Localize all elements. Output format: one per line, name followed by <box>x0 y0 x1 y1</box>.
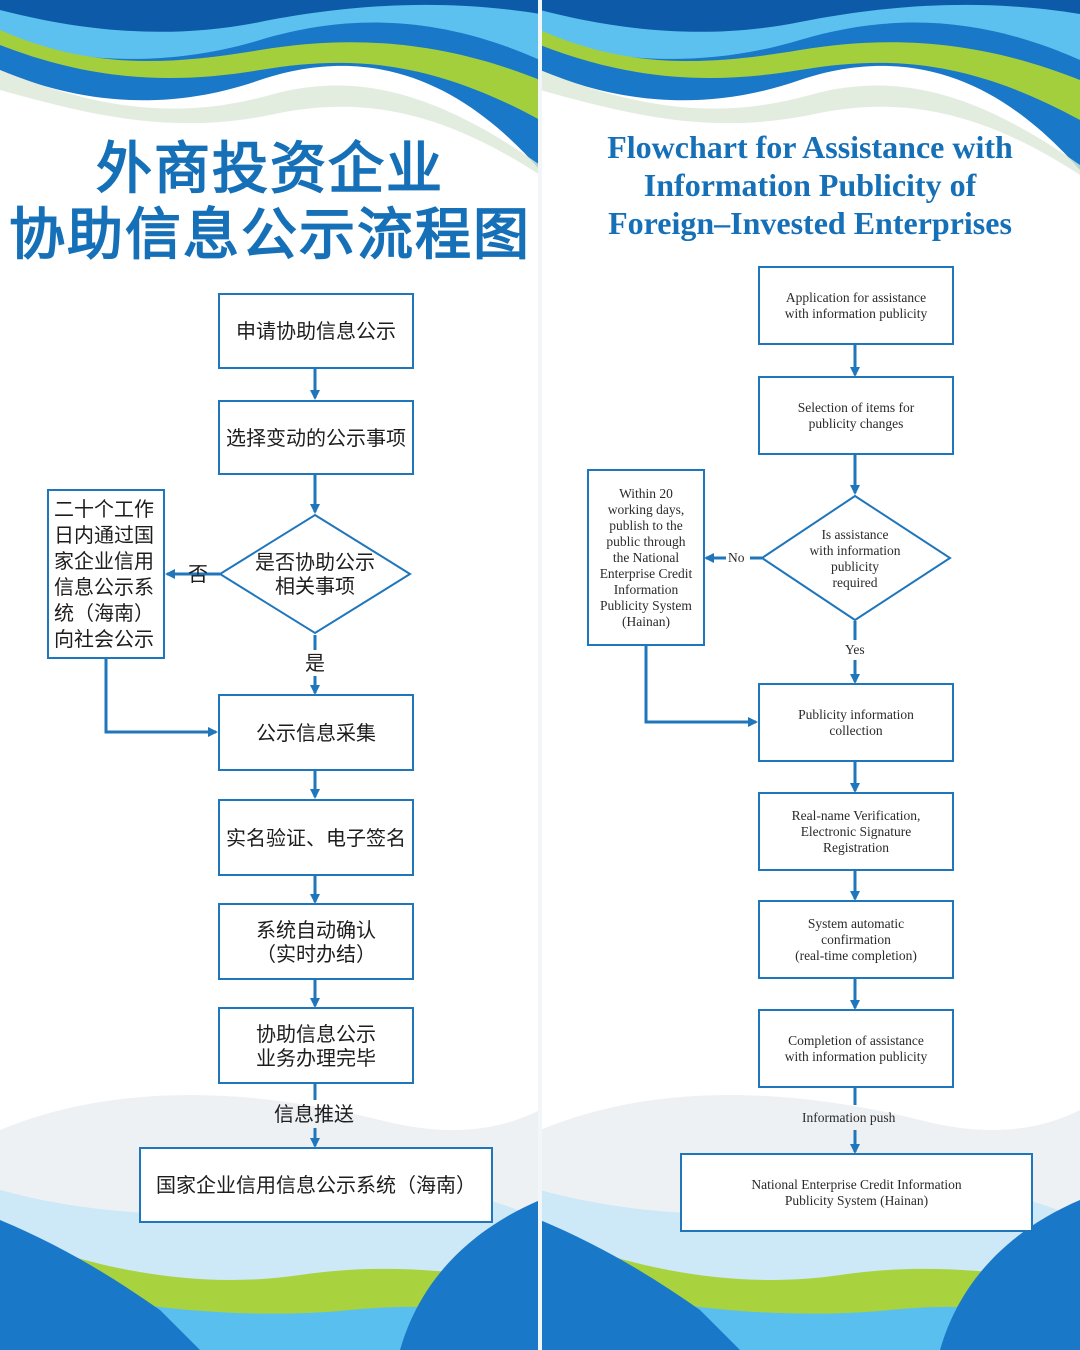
step-verify: Real-name Verification, Electronic Signa… <box>758 792 954 871</box>
label-info-push: Information push <box>802 1110 896 1125</box>
step-side-text: 二十个工作 日内通过国 家企业信用 信息公示系 统（海南） 向社会公示 <box>54 497 154 651</box>
english-title: Flowchart for Assistance with Informatio… <box>540 128 1080 242</box>
step-complete-text: Completion of assistance with informatio… <box>784 1032 928 1064</box>
decision-text-box: Is assistance with information publicity… <box>790 526 920 592</box>
step-confirm-text: 系统自动确认 （实时办结） <box>256 917 376 966</box>
english-flow-connectors <box>644 345 952 1154</box>
arrow-side-to-collect <box>644 646 758 727</box>
step-apply: Application for assistance with informat… <box>758 266 954 345</box>
step-select: Selection of items for publicity changes <box>758 376 954 455</box>
top-wave-decoration <box>0 0 540 175</box>
chinese-title-line-1: 外商投资企业 <box>96 136 444 202</box>
step-collect: Publicity information collection <box>758 683 954 762</box>
chinese-title: 外商投资企业 协助信息公示流程图 <box>0 136 540 268</box>
chinese-title-line-2: 协助信息公示流程图 <box>9 202 531 268</box>
label-yes: 是 <box>305 651 325 675</box>
step-apply-text: Application for assistance with informat… <box>784 289 928 321</box>
english-panel: Flowchart for Assistance with Informatio… <box>540 0 1080 1350</box>
panel-divider <box>538 0 542 1350</box>
decision-text-box: 是否协助公示 相关事项 <box>230 545 400 603</box>
english-title-line-1: Flowchart for Assistance with <box>607 129 1013 165</box>
label-yes: Yes <box>845 642 865 657</box>
step-select: 选择变动的公示事项 <box>218 400 414 475</box>
step-apply: 申请协助信息公示 <box>218 293 414 369</box>
step-collect-text: Publicity information collection <box>798 706 914 738</box>
label-no: 否 <box>188 562 208 586</box>
step-system-text: 国家企业信用信息公示系统（海南） <box>156 1173 476 1197</box>
step-select-text: Selection of items for publicity changes <box>797 399 915 431</box>
step-confirm: System automatic confirmation (real-time… <box>758 900 954 979</box>
step-complete-text: 协助信息公示 业务办理完毕 <box>256 1021 376 1070</box>
label-info-push: 信息推送 <box>274 1102 354 1126</box>
step-side-publicity: 二十个工作 日内通过国 家企业信用 信息公示系 统（海南） 向社会公示 <box>47 489 165 659</box>
step-select-text: 选择变动的公示事项 <box>226 425 406 450</box>
step-complete: 协助信息公示 业务办理完毕 <box>218 1007 414 1084</box>
step-complete: Completion of assistance with informatio… <box>758 1009 954 1088</box>
decision-diamond <box>760 494 952 622</box>
english-title-line-2: Information Publicity of <box>643 167 977 203</box>
arrow-side-to-collect <box>104 659 218 737</box>
step-system: National Enterprise Credit Information P… <box>680 1153 1033 1232</box>
decision-text: Is assistance with information publicity… <box>809 527 901 590</box>
step-verify-text: 实名验证、电子签名 <box>226 825 406 850</box>
english-title-line-3: Foreign–Invested Enterprises <box>608 205 1012 241</box>
step-system: 国家企业信用信息公示系统（海南） <box>139 1147 493 1223</box>
decision-diamond <box>218 513 412 635</box>
step-verify-text: Real-name Verification, Electronic Signa… <box>791 807 921 855</box>
step-side-publicity: Within 20 working days, publish to the p… <box>587 469 705 646</box>
chinese-panel: 外商投资企业 协助信息公示流程图 <box>0 0 540 1350</box>
step-collect-text: 公示信息采集 <box>256 720 376 745</box>
step-collect: 公示信息采集 <box>218 694 414 771</box>
step-apply-text: 申请协助信息公示 <box>236 319 396 343</box>
step-verify: 实名验证、电子签名 <box>218 799 414 876</box>
chinese-flow-connectors <box>104 369 412 1148</box>
label-no: No <box>728 550 745 565</box>
step-system-text: National Enterprise Credit Information P… <box>751 1176 962 1208</box>
step-confirm-text: System automatic confirmation (real-time… <box>795 915 917 963</box>
decision-text: 是否协助公示 相关事项 <box>255 550 375 598</box>
top-wave-decoration <box>540 0 1080 175</box>
step-side-text: Within 20 working days, publish to the p… <box>599 485 693 629</box>
step-confirm: 系统自动确认 （实时办结） <box>218 903 414 980</box>
